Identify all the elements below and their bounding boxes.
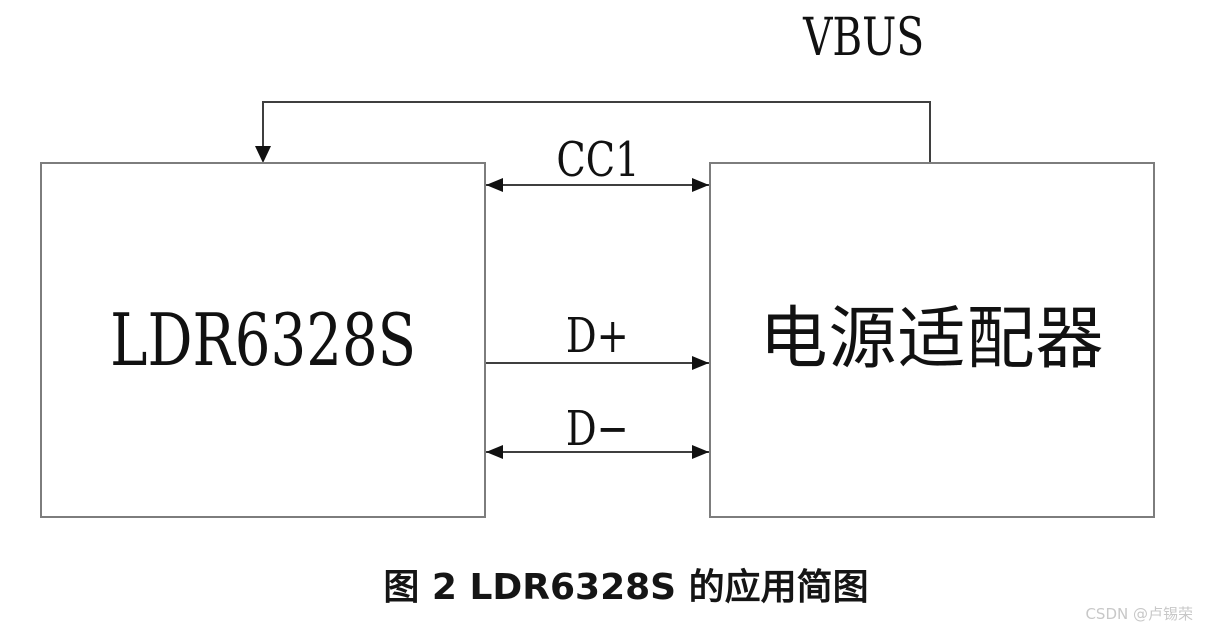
cc1-line bbox=[486, 184, 709, 186]
csdn-watermark: CSDN @卢锡荣 bbox=[1085, 605, 1193, 623]
dminus-label: D− bbox=[486, 405, 709, 453]
cc1-label: CC1 bbox=[486, 136, 709, 184]
vbus-wire-horizontal bbox=[262, 101, 931, 103]
vbus-label-text: VBUS bbox=[803, 8, 925, 68]
vbus-wire-left-drop bbox=[262, 101, 264, 147]
ldr6328s-block: LDR6328S bbox=[40, 162, 486, 518]
vbus-wire-right-drop bbox=[929, 101, 931, 162]
dplus-label: D+ bbox=[486, 312, 709, 360]
vbus-down-arrowhead bbox=[255, 146, 271, 163]
figure-caption: 图 2 LDR6328S 的应用简图 bbox=[383, 567, 869, 608]
cc1-label-text: CC1 bbox=[555, 132, 640, 188]
power-adapter-block-label: 电源适配器 bbox=[759, 300, 1105, 379]
vbus-label: VBUS bbox=[764, 12, 964, 64]
dminus-right-arrowhead bbox=[692, 445, 709, 459]
cc1-left-arrowhead bbox=[486, 178, 503, 192]
dminus-left-arrowhead bbox=[486, 445, 503, 459]
dplus-label-text: D+ bbox=[566, 308, 629, 364]
dplus-line bbox=[486, 362, 709, 364]
dminus-line bbox=[486, 451, 709, 453]
dplus-right-arrowhead bbox=[692, 356, 709, 370]
power-adapter-block: 电源适配器 bbox=[709, 162, 1155, 518]
cc1-right-arrowhead bbox=[692, 178, 709, 192]
dminus-label-text: D− bbox=[566, 401, 629, 457]
ldr6328s-block-label: LDR6328S bbox=[109, 298, 417, 382]
